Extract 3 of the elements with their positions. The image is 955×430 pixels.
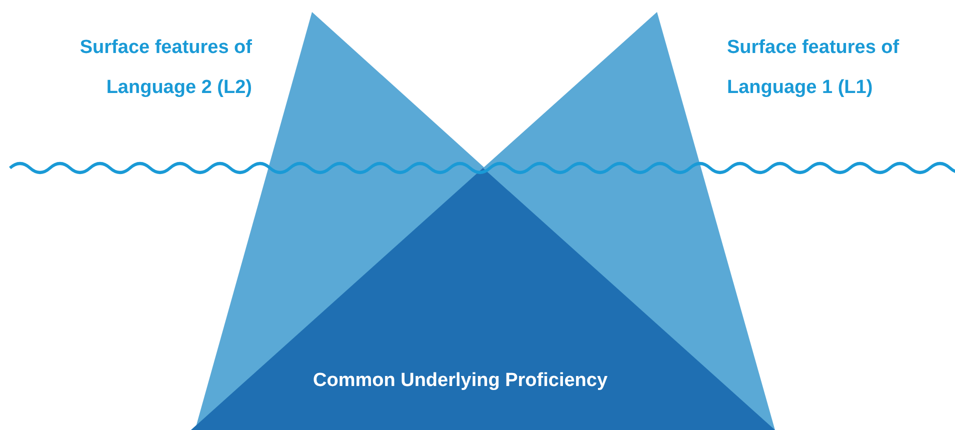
node-label: Common Underlying Proficiency [313, 370, 608, 392]
surface-label: Surface features of Language 2 (L2) [78, 36, 252, 100]
surface-label: Surface features of Language 1 (L1) [727, 36, 900, 100]
